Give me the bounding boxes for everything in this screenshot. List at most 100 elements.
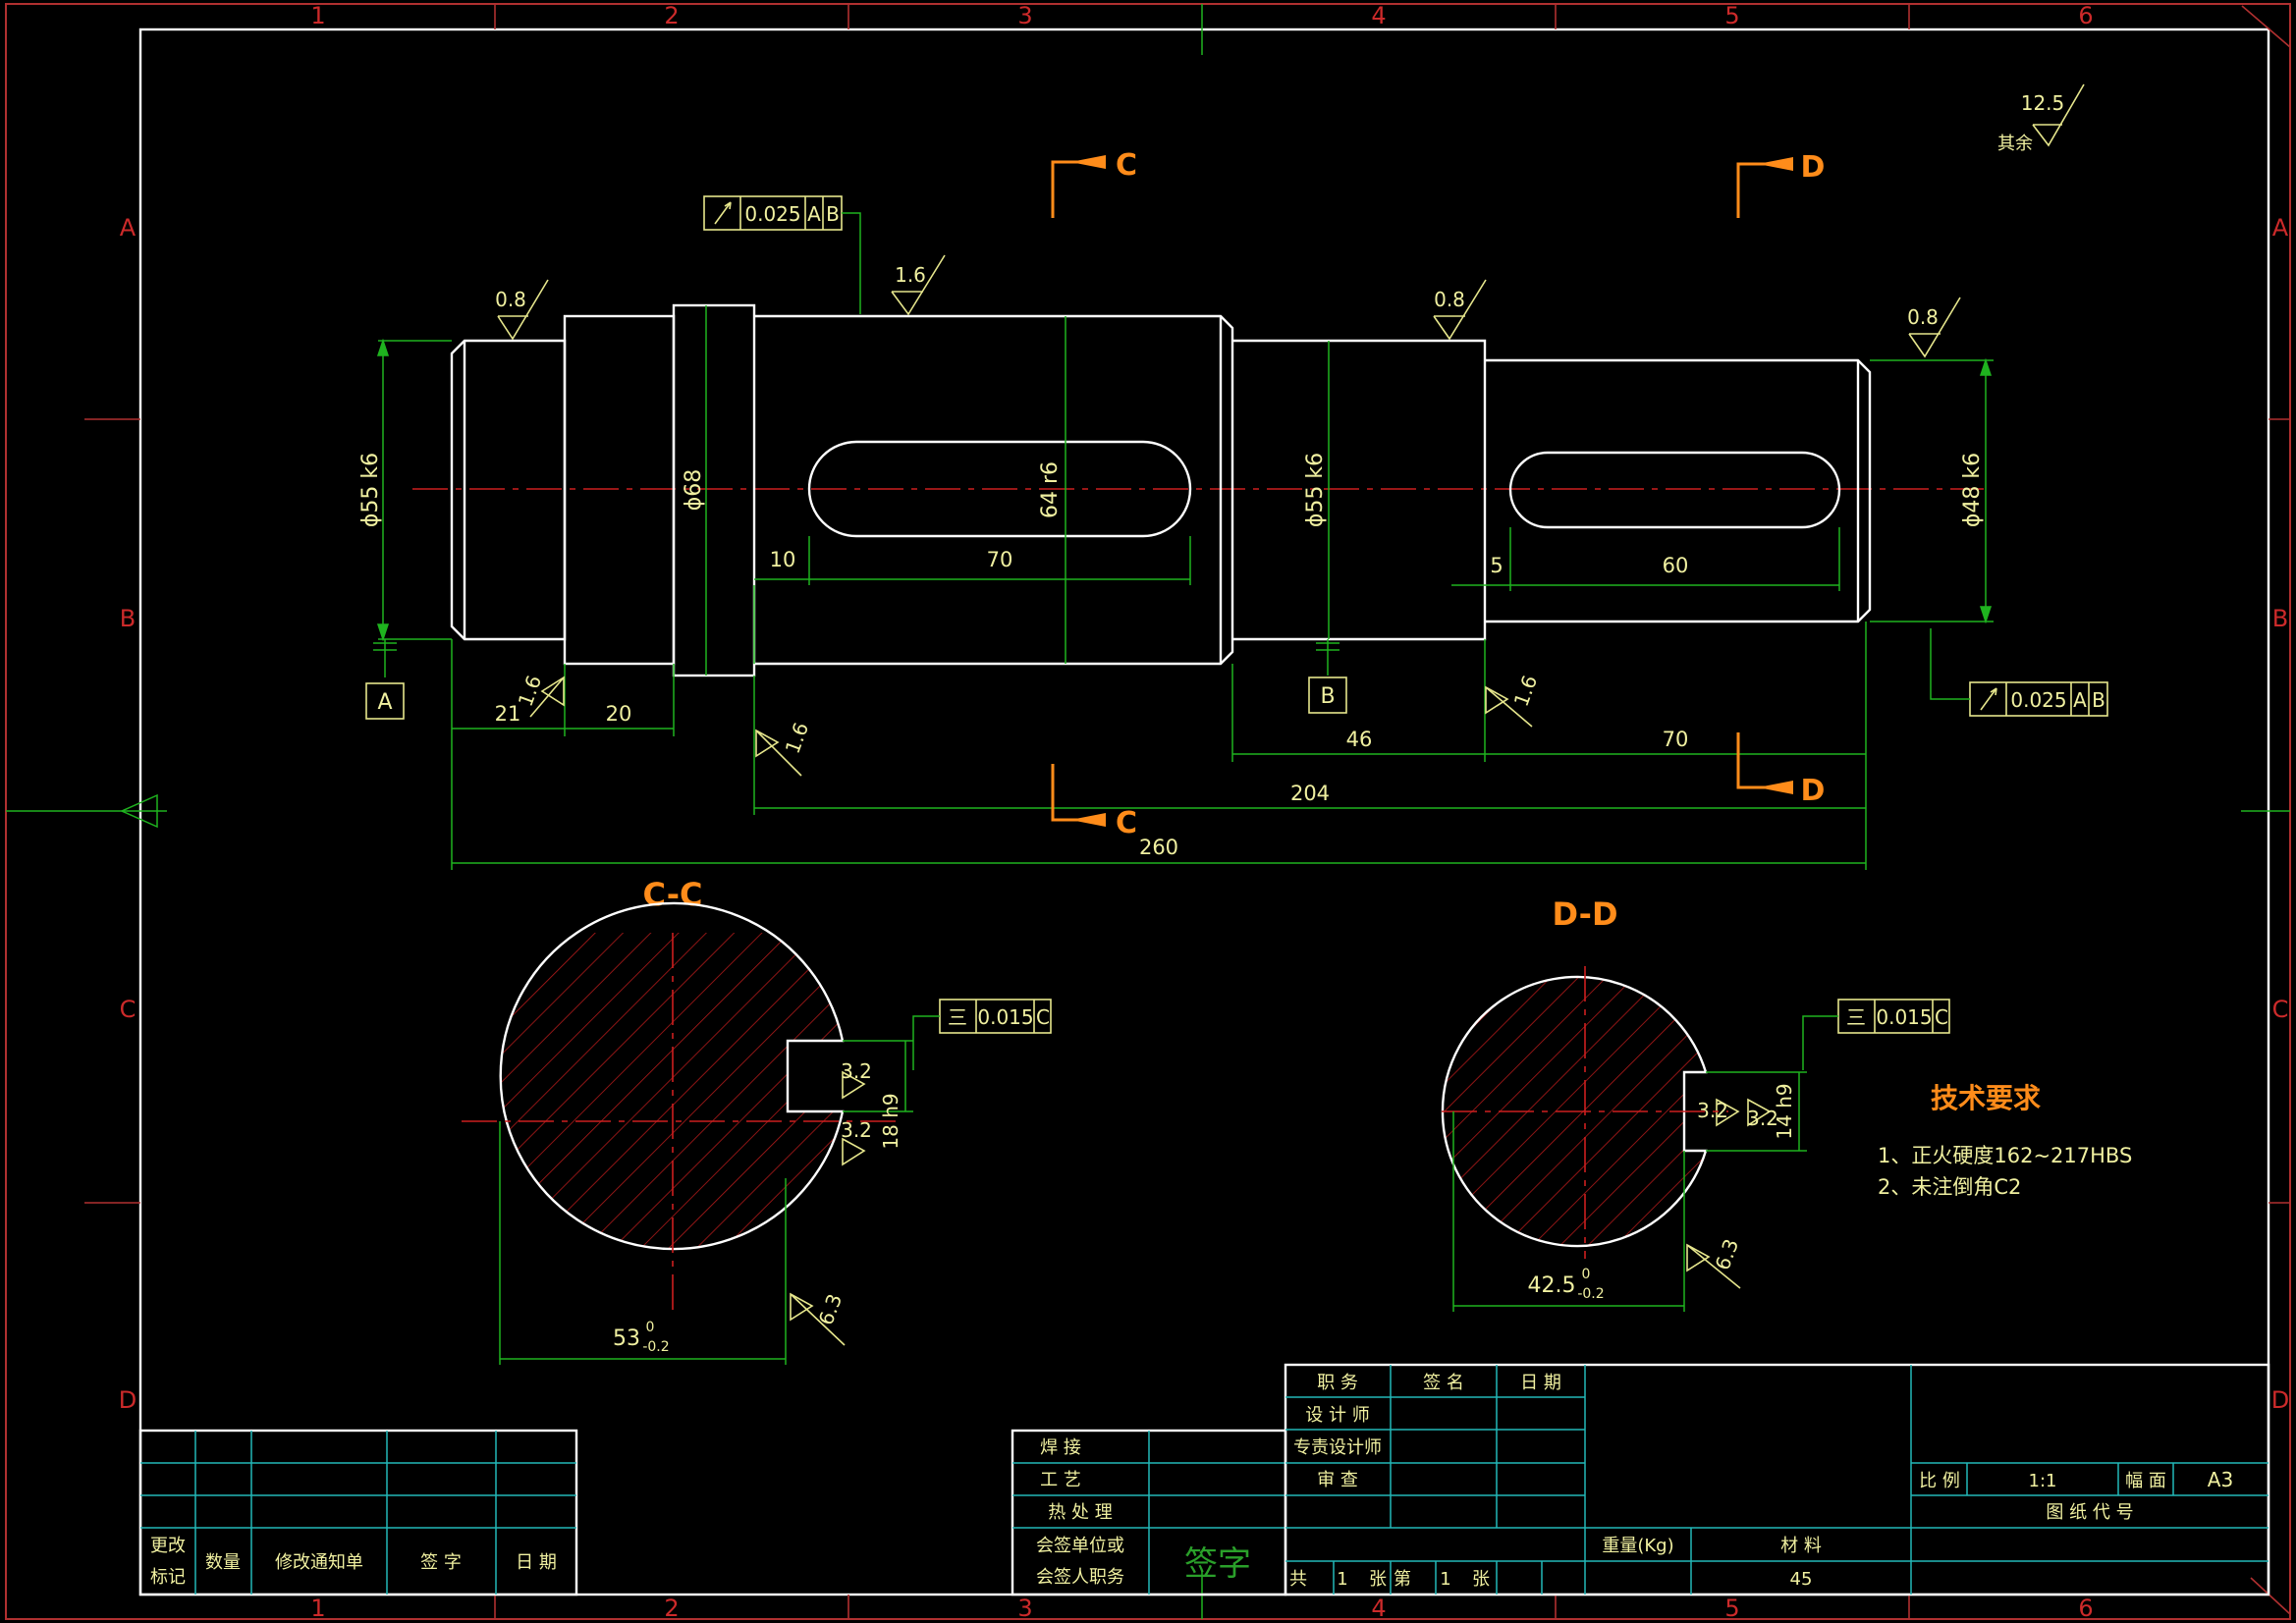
datum-a: A — [365, 639, 405, 720]
roughness-16-b: 1.6 — [781, 720, 813, 757]
dim-70-end: 70 — [1663, 728, 1689, 751]
process-sign: 签字 — [1184, 1544, 1251, 1584]
roughness-16-top: 1.6 — [895, 263, 926, 287]
zone-col-4-top: 4 — [1371, 2, 1386, 29]
dim-20: 20 — [606, 702, 632, 726]
runout-right-value: 0.025 — [2010, 688, 2066, 712]
dim-60: 60 — [1663, 554, 1689, 577]
roughness-32-dd-a: 3.2 — [1697, 1099, 1728, 1122]
dim-46: 46 — [1346, 728, 1373, 751]
roughness-125: 12.5 — [2021, 91, 2065, 115]
zone-row-b-left: B — [120, 605, 136, 632]
tb-total-label: 共 — [1289, 1569, 1307, 1590]
tb-material-value: 45 — [1790, 1569, 1813, 1590]
zone-col-5-top: 5 — [1724, 2, 1739, 29]
dim-204: 204 — [1290, 782, 1330, 805]
runout-top-datum-b: B — [826, 202, 840, 226]
tech-req-title: 技术要求 — [1931, 1082, 2041, 1114]
tb-specialist: 专责设计师 — [1293, 1437, 1382, 1458]
tb-sheet-value: 1 — [1440, 1569, 1450, 1590]
zone-col-1-top: 1 — [310, 2, 325, 29]
dim-d55-left: ϕ55 k6 — [358, 453, 383, 527]
change-col-mark-b: 标记 — [150, 1567, 186, 1588]
runout-right-datum-b: B — [2092, 688, 2105, 712]
zone-row-a-left: A — [120, 214, 137, 242]
tb-format-value: A3 — [2208, 1468, 2233, 1491]
process-table: 焊 接 工 艺 热 处 理 会签单位或 会签人职务 签字 — [1011, 1429, 1287, 1596]
zone-col-6-bottom: 6 — [2078, 1595, 2093, 1622]
tb-sheet-unit-2: 张 — [1472, 1569, 1490, 1590]
change-col-mark-a: 更改 — [150, 1536, 186, 1556]
dim-d48: ϕ48 k6 — [1960, 453, 1985, 527]
symmetry-cc-datum: C — [1036, 1005, 1050, 1029]
dim-260: 260 — [1139, 836, 1178, 859]
tb-scale-label: 比 例 — [1919, 1471, 1960, 1491]
tb-date: 日 期 — [1520, 1373, 1561, 1393]
dim-70-key: 70 — [987, 548, 1013, 571]
tech-req-item-1: 1、正火硬度162~217HBS — [1878, 1144, 2132, 1167]
change-col-sign: 签 字 — [420, 1552, 462, 1573]
change-col-notice: 修改通知单 — [275, 1552, 363, 1573]
tb-signname: 签 名 — [1423, 1373, 1464, 1393]
roughness-08-c: 0.8 — [1907, 305, 1939, 329]
zone-row-a-right: A — [2272, 214, 2289, 242]
sheet-frame: 1 2 3 4 5 6 1 2 3 4 5 6 A B C D A B C D — [5, 2, 2291, 1622]
change-record-table: 更改 标记 数量 修改通知单 签 字 日 期 — [138, 1429, 578, 1596]
dim-cc-18: 18 h9 — [879, 1093, 902, 1149]
section-mark-d-top: D — [1801, 150, 1826, 185]
dim-dd-425-tol-up: 0 — [1582, 1267, 1591, 1282]
dim-d55-right: ϕ55 k6 — [1303, 453, 1328, 527]
dim-64r6: 64 r6 — [1038, 461, 1063, 518]
roughness-values: 0.8 1.6 0.8 0.8 12.5 其余 1.6 1.6 1.6 6.3 … — [495, 91, 2064, 1328]
tech-req-item-2: 2、未注倒角C2 — [1878, 1175, 2021, 1199]
technical-requirements: 技术要求 1、正火硬度162~217HBS 2、未注倒角C2 — [1878, 1082, 2132, 1199]
zone-row-d-right: D — [2271, 1386, 2289, 1414]
runout-frame-right: 0.025 A B — [1930, 628, 2108, 717]
symmetry-dd-value: 0.015 — [1876, 1005, 1932, 1029]
section-dd: D-D 42.5 0 -0.2 14 h9 — [1441, 895, 1807, 1312]
tb-material-label: 材 料 — [1780, 1536, 1822, 1556]
tb-drawing-no-label: 图 纸 代 号 — [2046, 1502, 2133, 1523]
shaft-dimension-text: ϕ55 k6 ϕ68 64 r6 ϕ55 k6 ϕ48 k6 10 70 5 6… — [358, 453, 1985, 859]
symmetry-cc-value: 0.015 — [977, 1005, 1033, 1029]
section-mark-c-top: C — [1116, 148, 1137, 183]
zone-row-b-right: B — [2272, 605, 2288, 632]
tb-total-value: 1 — [1337, 1569, 1347, 1590]
dimension-lines — [376, 305, 1994, 870]
change-col-qty: 数量 — [205, 1552, 241, 1573]
section-cc-title: C-C — [643, 876, 703, 913]
section-dd-title: D-D — [1553, 895, 1618, 933]
roughness-32-cc-b: 3.2 — [841, 1118, 872, 1142]
tb-format-label: 幅 面 — [2125, 1471, 2166, 1491]
dim-10: 10 — [770, 548, 796, 571]
process-weld: 焊 接 — [1040, 1437, 1081, 1458]
tb-sheet-label: 第 — [1394, 1569, 1411, 1590]
roughness-08-b: 0.8 — [1434, 288, 1465, 311]
tb-sheet-unit: 张 — [1369, 1569, 1387, 1590]
dim-cc-53-tol-low: -0.2 — [642, 1339, 669, 1355]
roughness-other: 其余 — [1997, 134, 2033, 154]
dim-dd-14: 14 h9 — [1773, 1083, 1796, 1139]
roughness-08-a: 0.8 — [495, 288, 526, 311]
zone-col-5-bottom: 5 — [1724, 1595, 1739, 1622]
process-heat: 热 处 理 — [1048, 1502, 1112, 1523]
tb-scale-value: 1:1 — [2029, 1471, 2057, 1491]
runout-frame-top: 0.025 A B — [703, 195, 861, 314]
change-col-date: 日 期 — [516, 1552, 557, 1573]
datum-b-label: B — [1320, 684, 1335, 709]
zone-row-d-left: D — [119, 1386, 137, 1414]
dim-d68: ϕ68 — [682, 469, 706, 512]
symmetry-frame-cc: 三 0.015 C — [912, 999, 1052, 1070]
runout-top-value: 0.025 — [744, 202, 800, 226]
runout-right-datum-a: A — [2073, 688, 2087, 712]
zone-col-2-top: 2 — [664, 2, 679, 29]
tb-weight-label: 重量(Kg) — [1602, 1536, 1673, 1556]
zone-row-c-left: C — [120, 996, 137, 1023]
dim-dd-425-tol-low: -0.2 — [1577, 1286, 1604, 1302]
zone-col-1-bottom: 1 — [310, 1595, 325, 1622]
roughness-symbols — [497, 83, 2085, 1346]
roughness-32-cc-a: 3.2 — [841, 1059, 872, 1083]
zone-col-3-bottom: 3 — [1017, 1595, 1032, 1622]
process-cosign-1: 会签单位或 — [1036, 1536, 1124, 1556]
